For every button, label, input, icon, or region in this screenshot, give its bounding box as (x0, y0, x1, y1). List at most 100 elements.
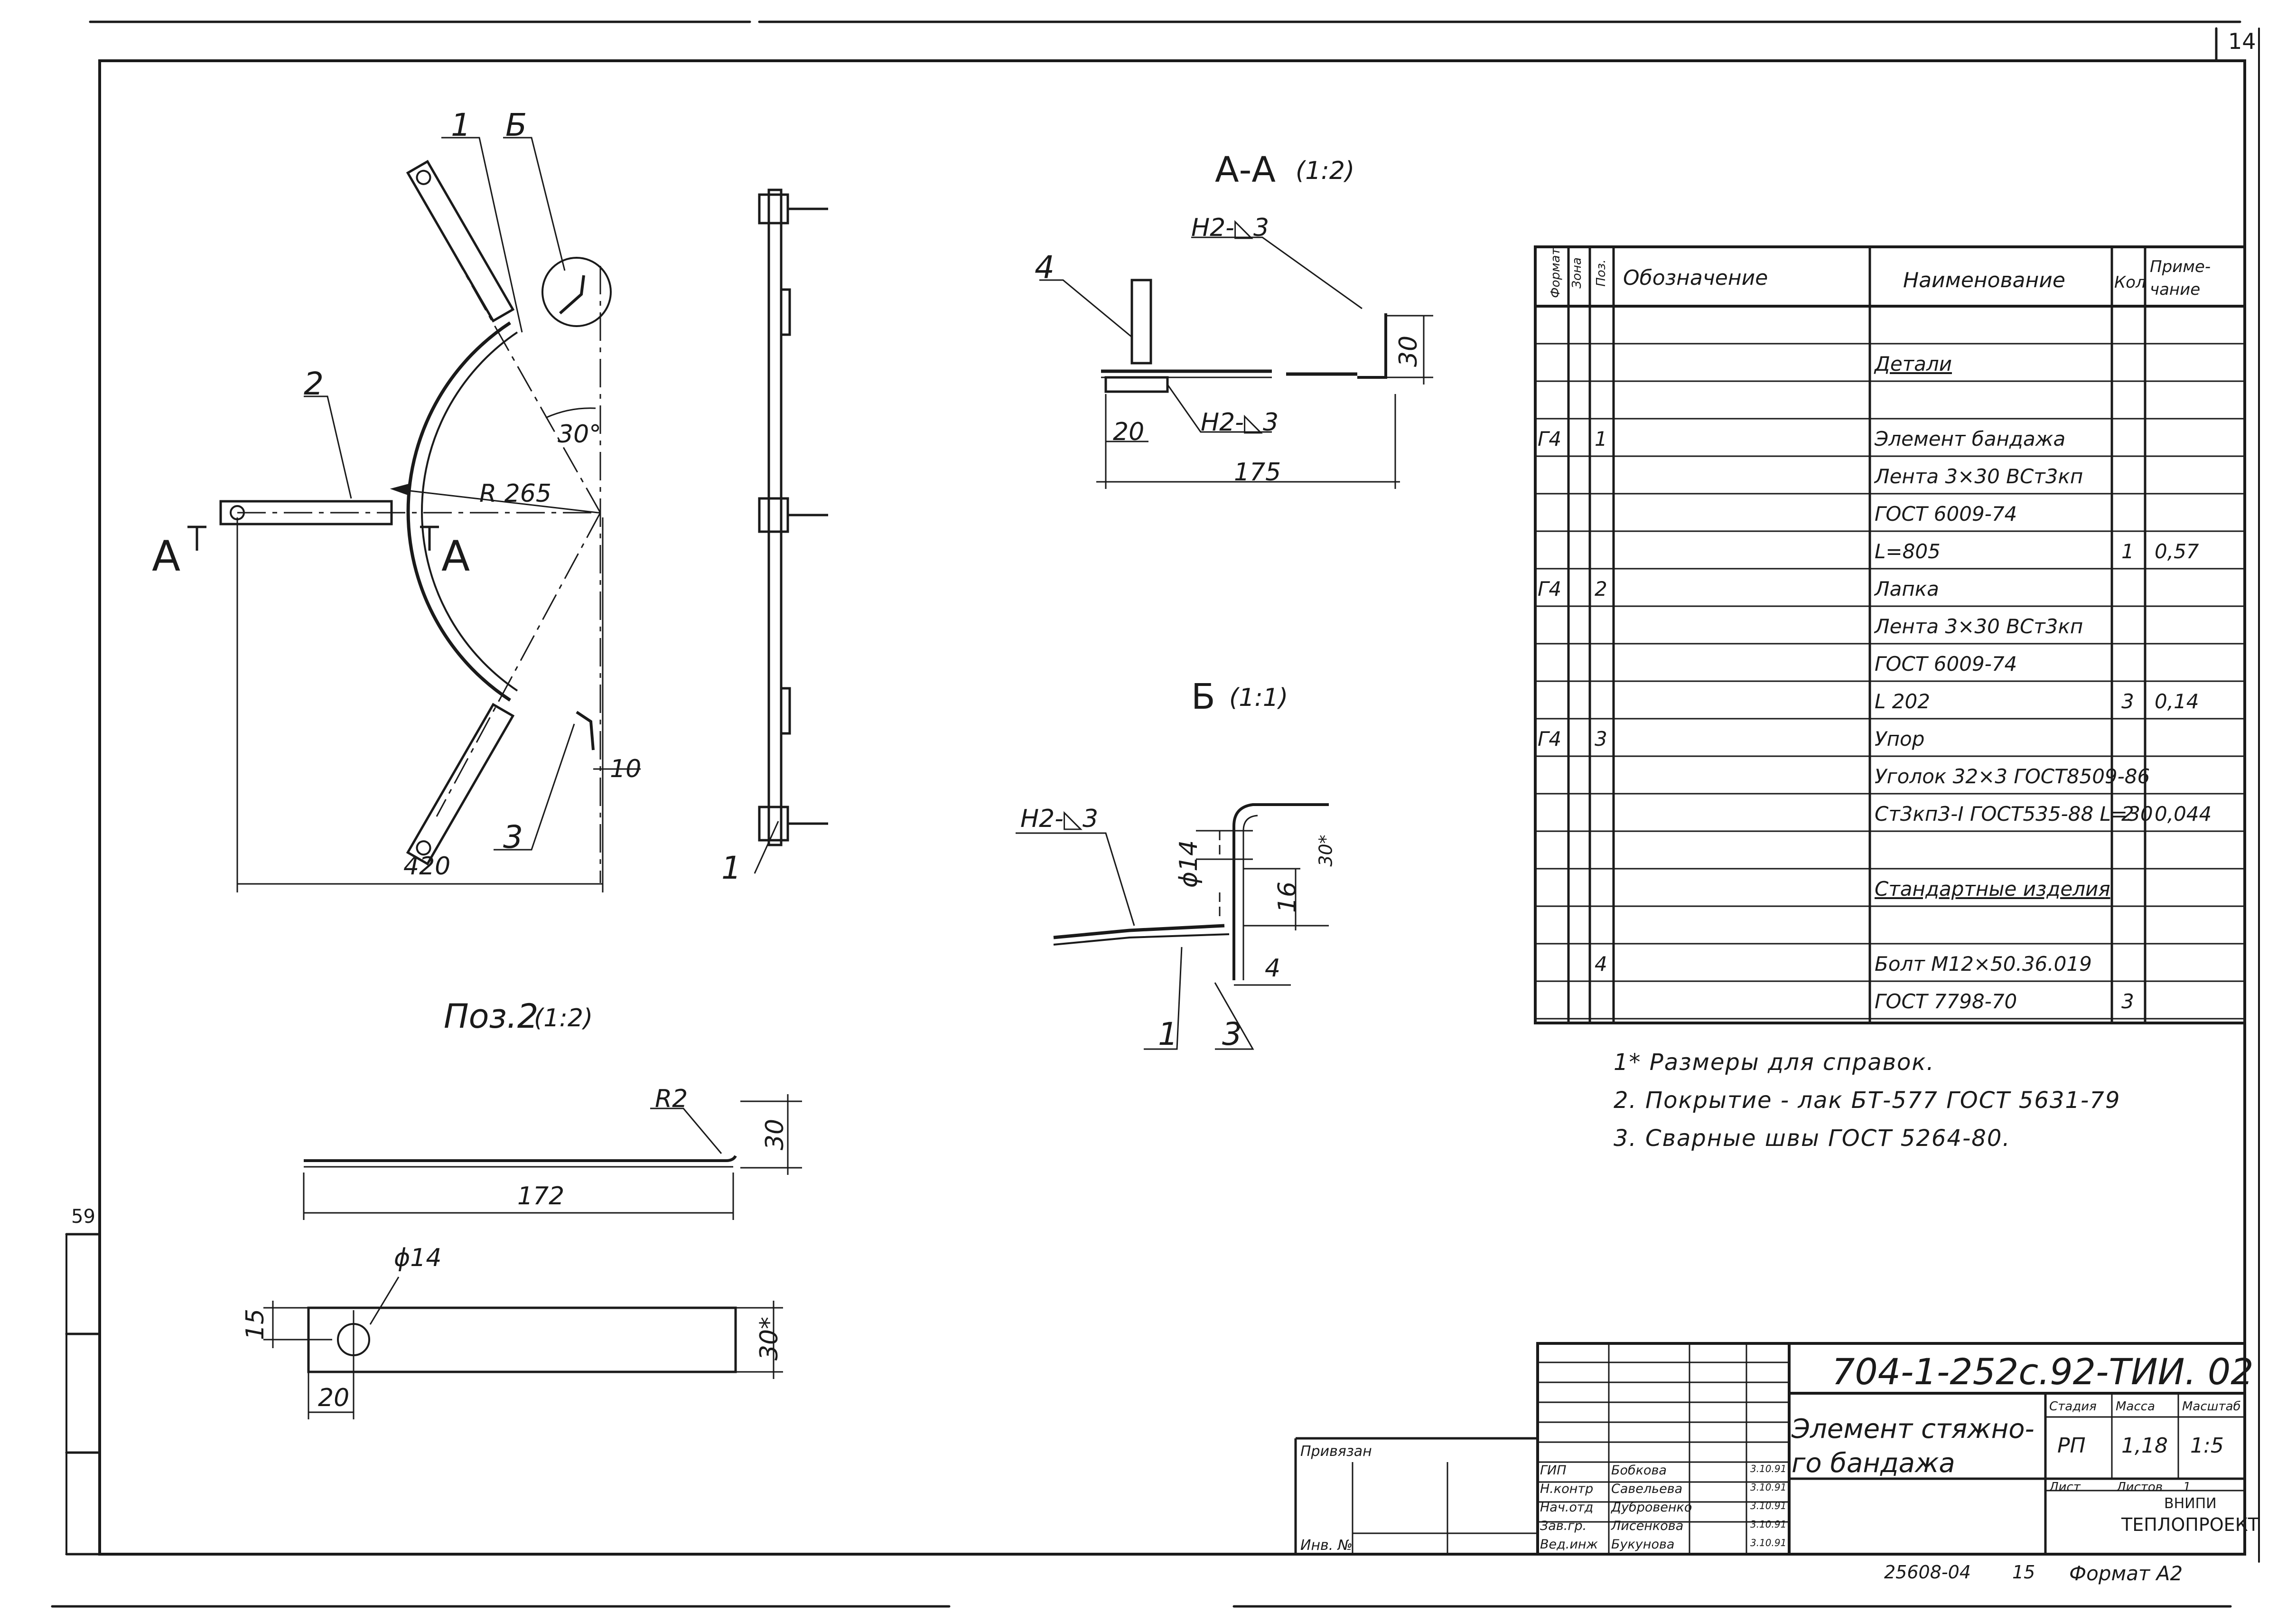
spec-cell-format: Г4 (1538, 427, 1562, 450)
staff-name: Савельева (1611, 1482, 1683, 1496)
pos2-dim-172: 172 (517, 1182, 565, 1210)
spec-cell-qty: 2 (2121, 802, 2134, 826)
spec-table-grid (1534, 245, 2246, 1024)
staff-date: 3.10.91 (1750, 1519, 1787, 1530)
scale-value: 1:5 (2190, 1434, 2224, 1458)
callout-3: 3 (503, 819, 523, 855)
scale-header: Масштаб (2182, 1399, 2241, 1414)
detail-b-dim-4: 4 (1265, 954, 1281, 983)
spec-header-pos: Поз. (1594, 259, 1608, 287)
pos2-dim-15: 15 (241, 1308, 270, 1341)
spec-cell-name: Упор (1875, 727, 1925, 751)
sheets-header: Листов (2117, 1480, 2163, 1494)
section-aa-callout-4: 4 (1035, 249, 1055, 286)
org-line-1: ВНИПИ (2164, 1495, 2217, 1512)
callout-b: Б (505, 107, 527, 143)
staff-name: Дубровенко (1611, 1500, 1692, 1515)
sheet-header: Лист (2049, 1480, 2081, 1494)
weld-bottom: Н2-◺3 (1201, 408, 1279, 437)
section-aa-title: А-А (1215, 150, 1276, 190)
format-label: Формат А2 (2069, 1562, 2183, 1585)
side-view (754, 188, 828, 874)
staff-role: Нач.отд (1540, 1500, 1594, 1515)
radius-label: R 265 (479, 479, 551, 508)
staff-name: Букунова (1611, 1537, 1675, 1552)
staff-role: Зав.гр. (1540, 1519, 1587, 1533)
spec-cell-pos: 4 (1595, 952, 1607, 976)
stage-header: Стадия (2049, 1399, 2097, 1414)
spec-header-zone: Зона (1569, 257, 1584, 289)
detail-b-weld: Н2-◺3 (1020, 805, 1099, 833)
spec-cell-name: Уголок 32×3 ГОСТ8509-86 (1875, 765, 2150, 788)
staff-date: 3.10.91 (1750, 1500, 1787, 1511)
section-mark-right: А (441, 532, 470, 581)
pos2-radius: R2 (655, 1085, 688, 1113)
spec-cell-pos: 1 (1595, 427, 1607, 450)
side-callout-1: 1 (721, 850, 741, 886)
spec-cell-pos: 3 (1595, 727, 1607, 751)
spec-cell-name: Ст3кп3-I ГОСТ535-88 L=30 (1875, 802, 2153, 826)
staff-date: 3.10.91 (1750, 1537, 1787, 1548)
spec-cell-name: ГОСТ 6009-74 (1875, 502, 2017, 525)
detail-b-dia: ϕ14 (1175, 840, 1204, 888)
spec-cell-name: Лента 3×30 ВСт3кп (1875, 465, 2083, 488)
angle-label: 30° (558, 420, 602, 449)
staff-role: Вед.инж (1540, 1537, 1598, 1552)
spec-cell-name: Болт М12×50.36.019 (1875, 952, 2092, 976)
detail-b-title: Б (1191, 676, 1215, 717)
spec-cell-note: 0,044 (2155, 802, 2212, 826)
weld-top: Н2-◺3 (1191, 214, 1269, 242)
spec-cell-name: ГОСТ 6009-74 (1875, 652, 2017, 675)
spec-header-designation: Обозначение (1623, 266, 1768, 290)
spec-header-name: Наименование (1903, 268, 2065, 292)
dim-30-aa: 30 (1394, 335, 1423, 367)
mass-header: Масса (2116, 1399, 2155, 1414)
spec-cell-name: L 202 (1875, 690, 1930, 713)
page-number: 14 (2228, 28, 2256, 54)
spec-cell-name: ГОСТ 7798-70 (1875, 990, 2017, 1013)
callout-2: 2 (304, 366, 324, 402)
pos2-dim-30s: 30* (755, 1316, 784, 1361)
staff-role: Н.контр (1540, 1482, 1594, 1496)
detail-b-callout-3: 3 (1222, 1016, 1242, 1052)
side-box-bottom: Инв. № (1300, 1537, 1353, 1554)
spec-cell-name: Стандартные изделия (1875, 877, 2110, 901)
pos2-scale: (1:2) (534, 1004, 593, 1032)
spec-cell-note: 0,14 (2155, 690, 2199, 713)
bottom-number: 15 (2012, 1562, 2035, 1583)
spec-cell-format: Г4 (1538, 577, 1562, 600)
stage-value: РП (2057, 1434, 2086, 1458)
section-mark-left: А (152, 532, 181, 581)
spec-header-note: Приме-чание (2150, 257, 2211, 299)
pos2-dim-20: 20 (318, 1384, 350, 1412)
detail-b-view (1016, 803, 1329, 1050)
pos2-dia: ϕ14 (394, 1244, 442, 1272)
title-block-grid (1294, 1342, 2246, 1556)
note-3: 3. Сварные швы ГОСТ 5264-80. (1614, 1125, 2011, 1152)
dim-420: 420 (403, 852, 451, 881)
mass-value: 1,18 (2121, 1434, 2168, 1458)
spec-cell-note: 0,57 (2155, 540, 2199, 563)
side-box-top: Привязан (1300, 1443, 1372, 1460)
section-aa-view (1039, 236, 1433, 489)
spec-cell-name: Лапка (1875, 577, 1939, 600)
detail-b-callout-1: 1 (1158, 1016, 1178, 1052)
side-mark: 59 (71, 1206, 95, 1228)
sheets-value: 1 (2183, 1480, 2191, 1494)
spec-cell-name: Детали (1875, 352, 1952, 375)
pos2-dim-30: 30 (761, 1118, 790, 1151)
spec-header-format: Формат (1548, 248, 1563, 298)
spec-cell-qty: 3 (2121, 990, 2134, 1013)
dim-10: 10 (610, 755, 642, 783)
staff-name: Лисенкова (1611, 1519, 1684, 1533)
detail-b-dim-30: 30* (1315, 835, 1336, 867)
spec-cell-format: Г4 (1538, 727, 1562, 751)
spec-cell-pos: 2 (1595, 577, 1607, 600)
spec-cell-qty: 3 (2121, 690, 2134, 713)
spec-cell-qty: 1 (2121, 540, 2134, 563)
detail-b-dim-16: 16 (1273, 881, 1302, 913)
note-1: 1* Размеры для справок. (1614, 1049, 1935, 1076)
spec-header-qty: Кол (2114, 273, 2146, 292)
spec-cell-name: L=805 (1875, 540, 1941, 563)
